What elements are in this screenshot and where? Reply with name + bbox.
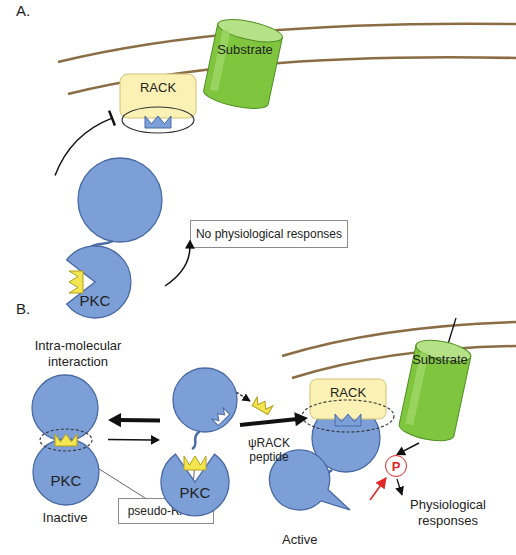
- text-label: Active: [282, 532, 342, 548]
- peptide-crown: [252, 397, 273, 415]
- pkc-domain: [78, 158, 162, 242]
- rack-binding-site: [145, 116, 171, 128]
- arrow-head: [151, 435, 160, 445]
- node-text: PKC: [165, 484, 225, 502]
- text-label: Inactive: [30, 510, 100, 526]
- pseudo-rack-site: [184, 456, 206, 470]
- text-label: Intra-molecular interaction: [22, 338, 134, 369]
- phosphorylation-arrow: [370, 478, 386, 500]
- node-text: PKC: [36, 472, 96, 490]
- text-label: B.: [16, 300, 56, 318]
- pkc-domain: [33, 439, 99, 505]
- connector-line: [55, 118, 112, 175]
- node-shape: [198, 18, 288, 110]
- connector-line: [240, 419, 298, 425]
- connector-arrow: [240, 412, 308, 426]
- pkc-enzyme: PKC: [28, 372, 108, 507]
- connector-line: [118, 418, 160, 422]
- connector-arrow: [55, 111, 115, 176]
- text-label: ψRACK peptide: [236, 436, 302, 465]
- substrate-cylinder: [202, 15, 284, 113]
- cylinder-shine: [210, 29, 231, 91]
- node-text: Substrate: [405, 352, 475, 368]
- arrow-head: [396, 446, 406, 455]
- rack-protein: RACK: [112, 72, 204, 136]
- connector-arrow: [396, 443, 419, 455]
- interaction-ring: [302, 400, 394, 432]
- node-text: PKC: [63, 292, 127, 310]
- phosphate-circle: P: [385, 455, 407, 477]
- release-arrow: [236, 392, 250, 401]
- node-text: RACK: [120, 80, 196, 96]
- signal-line: [448, 318, 456, 344]
- substrate-cylinder: Substrate: [395, 338, 475, 443]
- membrane: [292, 346, 516, 378]
- arrow-head: [108, 413, 121, 427]
- connector-line: [165, 247, 190, 286]
- pkc-domain: [173, 368, 237, 432]
- interaction-ring: [40, 429, 92, 451]
- interaction-ring: [122, 107, 194, 133]
- pkc-enzyme: PKC: [160, 368, 240, 518]
- text-label: A.: [16, 2, 56, 20]
- linker: [192, 431, 200, 449]
- rack-protein: RACK: [308, 378, 388, 420]
- connector-arrow: [165, 240, 195, 286]
- rack-binding-site: [335, 414, 361, 426]
- text-label: Physiological responses: [392, 497, 504, 528]
- node-text: Substrate: [206, 42, 284, 58]
- connector-arrow: [108, 413, 160, 427]
- response-arrow: [397, 479, 402, 495]
- outcome-box: No physiological responses: [190, 220, 348, 248]
- connector-arrow: [108, 435, 160, 445]
- node-text: No physiological responses: [191, 227, 347, 241]
- node-text: RACK: [308, 385, 388, 401]
- node-text: P: [386, 459, 406, 475]
- pkc-regulatory-lobe: [161, 454, 229, 516]
- connector-line: [108, 439, 153, 441]
- rack-binding-notch: [212, 408, 230, 426]
- connector-line: [402, 443, 419, 452]
- pseudo-rack-site: [69, 271, 83, 293]
- membrane: [282, 322, 516, 356]
- inhibition-bar: [109, 111, 115, 126]
- substrate-cylinder: Substrate: [198, 18, 288, 110]
- pkc-domain: [32, 375, 98, 441]
- arrow-head: [294, 412, 308, 426]
- pkc-enzyme: PKC: [55, 150, 165, 320]
- pseudo-rack-site: [55, 434, 77, 446]
- arrow-head: [185, 240, 195, 249]
